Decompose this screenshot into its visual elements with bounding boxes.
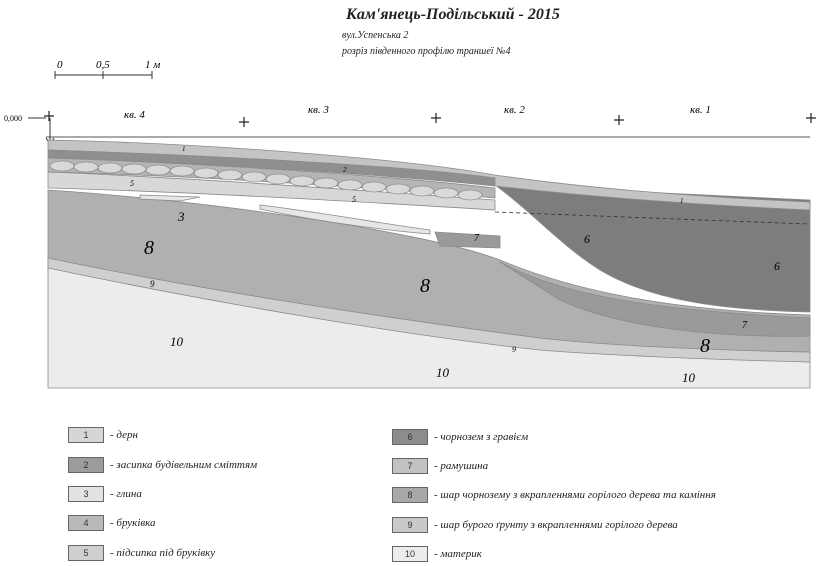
legend-item-2: 2 - засипка будівельним сміттям xyxy=(68,457,257,473)
legend-item-1: 1 - дерн xyxy=(68,427,138,443)
label-5a: 5 xyxy=(130,179,134,188)
legend-label-6: - чорнозем з гравієм xyxy=(434,431,529,443)
label-8c: 8 xyxy=(700,335,710,357)
legend-swatch-1: 1 xyxy=(68,427,104,443)
legend-item-7: 7 - рамушина xyxy=(392,458,488,474)
scale-bar: 0 0,5 1 м xyxy=(54,59,160,79)
legend-swatch-3: 3 xyxy=(68,486,104,502)
legend-label-4: - бруківка xyxy=(110,517,156,529)
layer-7 xyxy=(499,261,811,337)
drawing-title: Кам'янець-Подільський - 2015 xyxy=(346,6,560,23)
legend-label-8: - шар чорнозему з вкрапленнями горілого … xyxy=(434,489,716,501)
layer-3-clay xyxy=(139,194,201,202)
legend-label-5: - підсипка під бруківку xyxy=(110,547,216,559)
legend-swatch-9: 9 xyxy=(392,517,428,533)
legend-swatch-4: 4 xyxy=(68,515,104,531)
legend-label-10: - материк xyxy=(434,548,482,560)
quadrant-4: кв. 4 xyxy=(124,109,145,121)
label-9a: 9 xyxy=(150,279,155,289)
layer-5-bedding xyxy=(47,171,496,211)
legend-label-7: - рамушина xyxy=(434,460,489,472)
label-9b: 9 xyxy=(512,345,516,354)
label-7a: 7 xyxy=(474,233,480,244)
layer-labels: 1 1 2 3 5 5 6 6 7 7 8 8 8 9 9 10 10 10 xyxy=(130,145,780,385)
legend-item-8: 8 - шар чорнозему з вкрапленнями горілог… xyxy=(392,487,716,503)
layer-7-lens xyxy=(434,231,501,249)
scale-tick-2: 1 м xyxy=(145,59,160,71)
label-5b: 5 xyxy=(352,195,356,204)
legend-label-2: - засипка будівельним сміттям xyxy=(110,459,258,471)
layer-2-backfill xyxy=(47,149,496,187)
label-1b: 1 xyxy=(680,197,684,205)
label-2: 2 xyxy=(343,166,347,174)
label-10a: 10 xyxy=(170,334,184,349)
layer-3-clay-lens xyxy=(259,204,431,235)
layers xyxy=(47,139,811,389)
label-7b: 7 xyxy=(742,320,748,331)
quadrant-3: кв. 3 xyxy=(308,104,329,116)
label-6a: 6 xyxy=(584,232,590,246)
label-6b: 6 xyxy=(774,259,780,273)
dashed-boundary xyxy=(494,211,811,225)
legend-label-3: - глина xyxy=(110,488,142,500)
legend-swatch-6: 6 xyxy=(392,429,428,445)
legend-item-5: 5 - підсипка під бруківку xyxy=(68,545,215,561)
scale-tick-0: 0 xyxy=(57,59,63,71)
legend: 1 - дерн 2 - засипка будівельним сміттям… xyxy=(0,420,819,566)
legend-item-10: 10 - материк xyxy=(392,546,482,562)
legend-label-9: - шар бурого ґрунту з вкрапленнями горіл… xyxy=(434,519,678,531)
section-drawing: 0 0,5 1 м 0,000 кв. 4 кв. 3 кв. 2 кв. 1 xyxy=(4,59,816,389)
scale-tick-1: 0,5 xyxy=(96,59,110,71)
legend-swatch-10: 10 xyxy=(392,546,428,562)
legend-label-1: - дерн xyxy=(110,429,138,441)
legend-swatch-5: 5 xyxy=(68,545,104,561)
label-10c: 10 xyxy=(682,370,696,385)
datum-label: 0,000 xyxy=(4,114,22,123)
legend-item-4: 4 - бруківка xyxy=(68,515,156,531)
legend-item-3: 3 - глина xyxy=(68,486,142,502)
label-10b: 10 xyxy=(436,365,450,380)
label-1a: 1 xyxy=(182,145,186,153)
legend-item-9: 9 - шар бурого ґрунту з вкрапленнями гор… xyxy=(392,517,678,533)
label-8b: 8 xyxy=(420,275,430,297)
legend-swatch-8: 8 xyxy=(392,487,428,503)
drawing-caption: розріз південного профілю траншеї №4 xyxy=(342,46,511,57)
drawing-street: вул.Успенська 2 xyxy=(342,30,409,41)
label-3: 3 xyxy=(177,209,185,224)
quadrant-2: кв. 2 xyxy=(504,104,525,116)
quadrant-1: кв. 1 xyxy=(690,104,711,116)
legend-swatch-2: 2 xyxy=(68,457,104,473)
legend-swatch-7: 7 xyxy=(392,458,428,474)
grid-crosses xyxy=(44,111,816,127)
legend-item-6: 6 - чорнозем з гравієм xyxy=(392,429,528,445)
paving-stones xyxy=(49,160,483,201)
label-8a: 8 xyxy=(144,237,154,259)
